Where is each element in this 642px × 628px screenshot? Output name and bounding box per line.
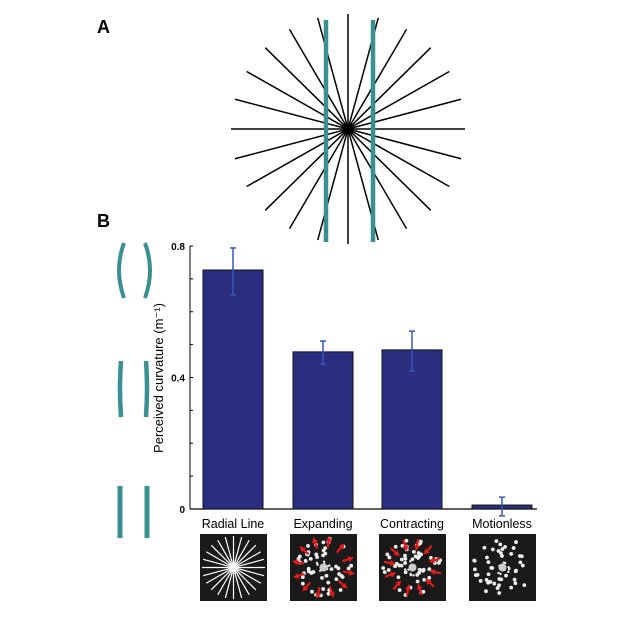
radial-line-pattern	[231, 14, 465, 244]
error-bar	[409, 330, 415, 372]
panel-b-label: B	[97, 211, 110, 231]
curved-line-icon	[117, 242, 126, 299]
stimulus-thumbnail-expanding	[290, 534, 357, 601]
category-label: Motionless	[472, 517, 532, 531]
category-label: Radial Line	[202, 517, 265, 531]
y-tick-label: 0	[179, 505, 185, 516]
bar-radial-line	[202, 269, 264, 510]
y-tick-label: 0.8	[171, 242, 185, 253]
y-axis-label: Perceived curvature (m⁻¹)	[151, 303, 166, 453]
slightly-curved-line-icon	[143, 360, 150, 418]
bar-expanding	[292, 351, 354, 510]
curvature-reference-icons	[117, 242, 152, 538]
curved-line-icon	[143, 242, 152, 299]
stimulus-thumbnail-motionless	[469, 534, 536, 601]
category-label: Contracting	[380, 517, 444, 531]
category-label: Expanding	[293, 517, 352, 531]
error-bar	[230, 247, 236, 296]
error-bar	[320, 340, 326, 365]
y-tick-label: 0.4	[171, 374, 185, 385]
slightly-curved-line-icon	[117, 360, 124, 418]
stimulus-thumbnail-contracting	[379, 534, 446, 601]
error-bar	[499, 496, 505, 517]
hering-parallel-lines	[323, 20, 376, 242]
radial-line	[234, 98, 462, 160]
stimulus-thumbnail-radial-line	[200, 534, 267, 601]
bar-contracting	[381, 349, 443, 510]
panel-a-label: A	[97, 17, 110, 37]
